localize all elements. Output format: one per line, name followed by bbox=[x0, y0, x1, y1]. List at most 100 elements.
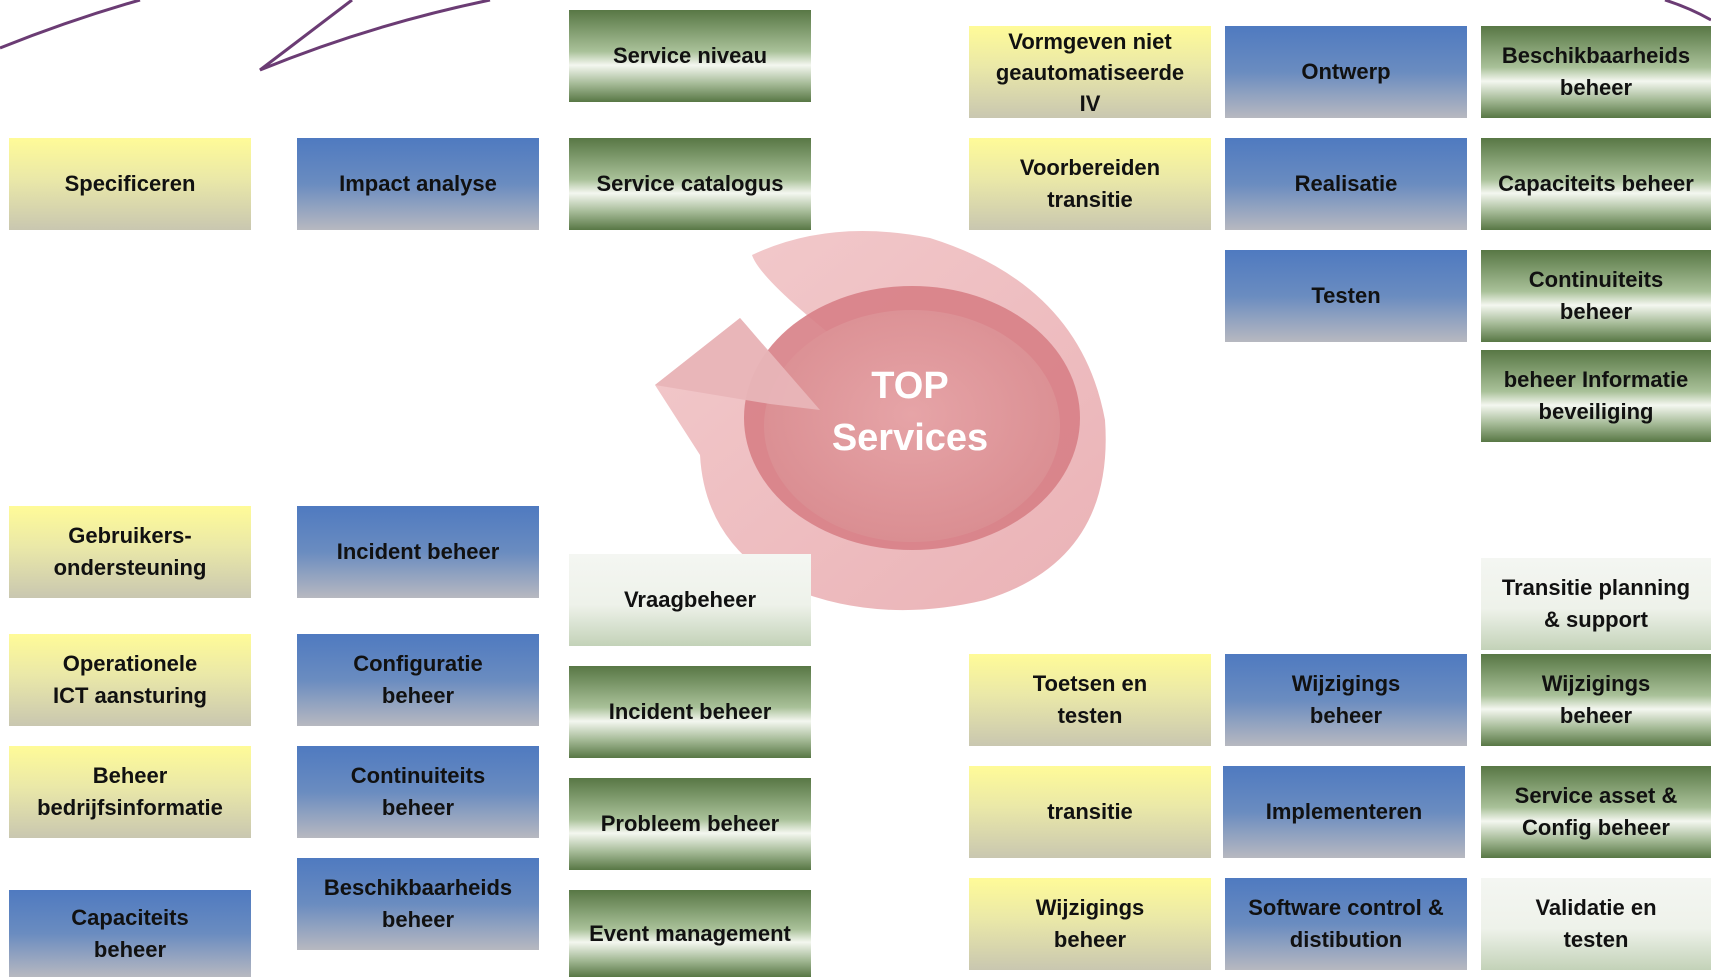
box-label-line: Service asset & bbox=[1514, 783, 1678, 808]
box-validatie-en-testen: Validatie en testen bbox=[1481, 878, 1711, 970]
box-beheer-bedrijfsinformatie: Beheer bedrijfsinformatie bbox=[9, 746, 251, 838]
box-label-line: Operationele bbox=[62, 651, 198, 676]
box-software-control-distibution: Software control & distibution bbox=[1225, 878, 1467, 970]
box-continuiteits-beheer-left: Continuiteits beheer bbox=[297, 746, 539, 838]
box-wijzigings-beheer-yellow: Wijzigings beheer bbox=[969, 878, 1211, 970]
box-label-line: beheer bbox=[381, 907, 455, 932]
box-label: Testen bbox=[1311, 283, 1381, 308]
box-label: Vraagbeheer bbox=[623, 587, 757, 612]
box-label: Event management bbox=[589, 920, 791, 946]
box-implementeren: Implementeren bbox=[1223, 766, 1465, 858]
box-impact-analyse: Impact analyse bbox=[297, 138, 539, 230]
box-probleem-beheer: Probleem beheer bbox=[569, 778, 811, 870]
box-realisatie: Realisatie bbox=[1225, 138, 1467, 230]
box-label: Impact analyse bbox=[339, 171, 497, 196]
box-label-line: Wijzigings bbox=[1035, 895, 1145, 920]
box-wijzigings-beheer-blue: Wijzigings beheer bbox=[1225, 654, 1467, 746]
box-label-line: & support bbox=[1544, 607, 1648, 632]
box-label-line: Beschikbaarheids bbox=[323, 875, 513, 900]
box-label-line: Wijzigings bbox=[1291, 671, 1401, 696]
box-label-line: Validatie en bbox=[1535, 895, 1657, 920]
box-label-line: Continuiteits bbox=[350, 763, 486, 788]
box-specificeren: Specificeren bbox=[9, 138, 251, 230]
box-testen: Testen bbox=[1225, 250, 1467, 342]
box-label: Incident beheer bbox=[608, 699, 772, 724]
box-label-line: Configuratie bbox=[353, 651, 483, 676]
box-configuratie-beheer: Configuratie beheer bbox=[297, 634, 539, 726]
connector-line-right bbox=[1664, 0, 1711, 22]
box-transitie-planning-support: Transitie planning & support bbox=[1481, 558, 1711, 650]
box-label-line: Voorbereiden bbox=[1019, 155, 1161, 180]
box-incident-beheer-green: Incident beheer bbox=[569, 666, 811, 758]
box-service-asset-config-beheer: Service asset & Config beheer bbox=[1481, 766, 1711, 858]
box-gebruikers-ondersteuning: Gebruikers-ondersteuning bbox=[9, 506, 251, 598]
box-label-line: distibution bbox=[1289, 927, 1403, 952]
box-label-line: beheer bbox=[93, 936, 167, 962]
box-label-line: ondersteuning bbox=[53, 555, 207, 580]
box-label-line: Continuiteits bbox=[1528, 267, 1664, 292]
box-label: Probleem beheer bbox=[600, 811, 780, 836]
center-label-line2: Services bbox=[831, 417, 989, 459]
box-label: transitie bbox=[1047, 799, 1133, 824]
box-service-niveau: Service niveau bbox=[569, 10, 811, 102]
box-label-line: testen bbox=[1563, 927, 1629, 952]
box-label-line: beheer bbox=[1053, 927, 1127, 952]
box-label: Incident beheer bbox=[336, 539, 500, 564]
box-incident-beheer-blue: Incident beheer bbox=[297, 506, 539, 598]
connector-line-middle bbox=[259, 0, 491, 72]
box-label: Service catalogus bbox=[596, 171, 784, 196]
box-label: Service niveau bbox=[612, 43, 768, 68]
box-event-management: Event management bbox=[569, 890, 811, 977]
cycle-core bbox=[764, 310, 1060, 542]
box-label-line: IV bbox=[1079, 90, 1101, 116]
box-label-line: Toetsen en bbox=[1032, 671, 1148, 696]
box-label-line: Transitie planning bbox=[1501, 575, 1691, 600]
box-service-catalogus: Service catalogus bbox=[569, 138, 811, 230]
box-label-line: beheer bbox=[381, 795, 455, 820]
connector-line-left bbox=[0, 0, 141, 50]
box-label-line: beveiliging bbox=[1538, 399, 1654, 424]
box-voorbereiden-transitie: Voorbereiden transitie bbox=[969, 138, 1211, 230]
center-label: TOP Services bbox=[760, 360, 1060, 464]
box-label-line: Capaciteits bbox=[71, 904, 189, 930]
box-label-line: beheer bbox=[381, 683, 455, 708]
box-label: Capaciteits beheer bbox=[1498, 171, 1694, 196]
box-label-line: beheer Informatie bbox=[1503, 367, 1689, 392]
center-label-line1: TOP bbox=[871, 365, 949, 407]
box-label-line: Beschikbaarheids bbox=[1501, 43, 1691, 68]
box-beschikbaarheids-beheer-right: Beschikbaarheids beheer bbox=[1481, 26, 1711, 118]
cycle-arrowhead bbox=[655, 318, 820, 410]
box-label-line: beheer bbox=[1559, 703, 1633, 728]
box-label-line: Software control & bbox=[1248, 895, 1444, 920]
box-label-line: ICT aansturing bbox=[52, 683, 207, 708]
box-label-line: beheer bbox=[1309, 703, 1383, 728]
box-label: Implementeren bbox=[1265, 799, 1423, 824]
box-capaciteits-beheer-right: Capaciteits beheer bbox=[1481, 138, 1711, 230]
box-label-line: geautomatiseerde bbox=[995, 59, 1185, 85]
box-label-line: Gebruikers- bbox=[68, 523, 192, 548]
box-label-line: Config beheer bbox=[1522, 815, 1670, 840]
box-toetsen-en-testen: Toetsen en testen bbox=[969, 654, 1211, 746]
box-label: Ontwerp bbox=[1301, 59, 1391, 84]
box-wijzigings-beheer-green: Wijzigings beheer bbox=[1481, 654, 1711, 746]
box-label-line: transitie bbox=[1047, 187, 1133, 212]
box-label-line: Vormgeven niet bbox=[1008, 28, 1172, 54]
box-label: Realisatie bbox=[1294, 171, 1398, 196]
box-label-line: bedrijfsinformatie bbox=[37, 795, 223, 820]
box-label: Specificeren bbox=[64, 171, 196, 196]
box-label-line: testen bbox=[1057, 703, 1123, 728]
box-label-line: Beheer bbox=[92, 763, 168, 788]
box-label-line: beheer bbox=[1559, 75, 1633, 100]
box-transitie: transitie bbox=[969, 766, 1211, 858]
box-label-line: Wijzigings bbox=[1541, 671, 1651, 696]
box-label-line: beheer bbox=[1559, 299, 1633, 324]
box-continuiteits-beheer-right: Continuiteits beheer bbox=[1481, 250, 1711, 342]
box-beheer-informatie-beveiliging: beheer Informatie beveiliging bbox=[1481, 350, 1711, 442]
box-capaciteits-beheer-left: Capaciteits beheer bbox=[9, 890, 251, 977]
box-beschikbaarheids-beheer-left: Beschikbaarheids beheer bbox=[297, 858, 539, 950]
box-vraagbeheer: Vraagbeheer bbox=[569, 554, 811, 646]
